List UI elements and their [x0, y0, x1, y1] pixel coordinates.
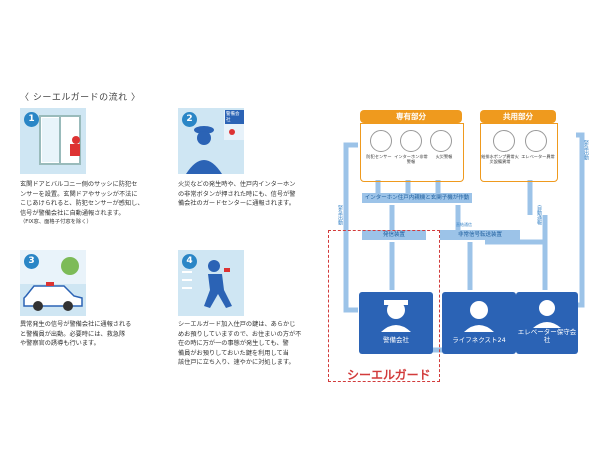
- step-2-number: 2: [182, 112, 197, 127]
- side-label-mid: 自動通報: [536, 205, 542, 225]
- private-area-panel: 防犯センサー インターホン非常警報 火災警報: [360, 123, 464, 182]
- water-pump-icon: [493, 130, 515, 152]
- receiver-label-lifenext: ライフネクスト24: [452, 336, 506, 344]
- step-4-text: シーエルガード加入住戸の鍵は、あらかじめお預りしていますので、お住まいの方が不在…: [178, 321, 302, 367]
- step-3-number: 3: [24, 254, 39, 269]
- step-2-text: 火災などの発生時や、住戸内インターホンの非常ボタンが押された時にも、信号が警備会…: [178, 181, 296, 208]
- elevator-maintenance-node: エレベーター保守会社: [516, 292, 578, 354]
- security-company-badge: 警備会社: [225, 110, 244, 124]
- step-1-text: 玄関ドアとバルコニー側のサッシに防犯センサーを設置。玄関ドアやサッシが不法に こ…: [20, 181, 144, 226]
- emergency-transfer-bar: 非常信号転送装置: [440, 230, 520, 240]
- device-label-pump: 給排水ポンプ異常火災設備異常: [481, 154, 519, 164]
- step-1-number: 1: [24, 112, 39, 127]
- step-2-illustration: 2 警備会社: [178, 108, 244, 174]
- step-1-illustration: 1: [20, 108, 86, 174]
- cl-guard-scope-outline: [328, 230, 440, 382]
- step-3-illustration: 3: [20, 250, 86, 316]
- receiver-label-elevator: エレベーター保守会社: [517, 328, 577, 344]
- receiver-label-security: 警備会社: [383, 336, 409, 344]
- device-label-elevator: エレベーター異常: [521, 154, 555, 159]
- step-4-number: 4: [182, 254, 197, 269]
- intercom-icon: [400, 130, 422, 152]
- side-label-right: 緊急出動: [583, 140, 589, 160]
- side-label-left: 緊急出動: [337, 205, 343, 225]
- section-title: 〈 シーエルガードの流れ 〉: [20, 93, 141, 103]
- step-4-illustration: 4: [178, 250, 244, 316]
- technician-icon: [533, 300, 561, 328]
- security-sensor-icon: [370, 130, 392, 152]
- direct-comm-note: 直結通信: [456, 222, 472, 227]
- common-area-title: 共用部分: [480, 110, 556, 123]
- intercom-activation-bar: インターホン住戸内親機と玄関子機が作動: [362, 193, 472, 203]
- sliding-window-icon: [39, 115, 81, 165]
- lifenext24-node: ライフネクスト24: [442, 292, 516, 354]
- fire-alarm-icon: [430, 130, 452, 152]
- guard-icon: [381, 300, 411, 332]
- common-area-panel: 給排水ポンプ異常火災設備異常 エレベーター異常: [480, 123, 558, 182]
- running-guard-icon: [182, 260, 232, 308]
- private-area-title: 専有部分: [360, 110, 462, 123]
- cl-guard-brand: シーエルガード: [347, 368, 431, 382]
- operator-icon: [464, 301, 494, 332]
- elevator-icon: [525, 130, 547, 152]
- transmitter-bar: 発信装置: [362, 230, 426, 240]
- security-company-node: 警備会社: [359, 292, 433, 354]
- step-3-text: 異常発生の信号が警備会社に通報されると警備員が出動。必要時には、救急隊や警察官の…: [20, 321, 132, 348]
- device-label-intercom: インターホン非常警報: [394, 154, 428, 164]
- device-label-sensor: 防犯センサー: [366, 154, 392, 159]
- device-label-fire: 火災警報: [435, 154, 453, 159]
